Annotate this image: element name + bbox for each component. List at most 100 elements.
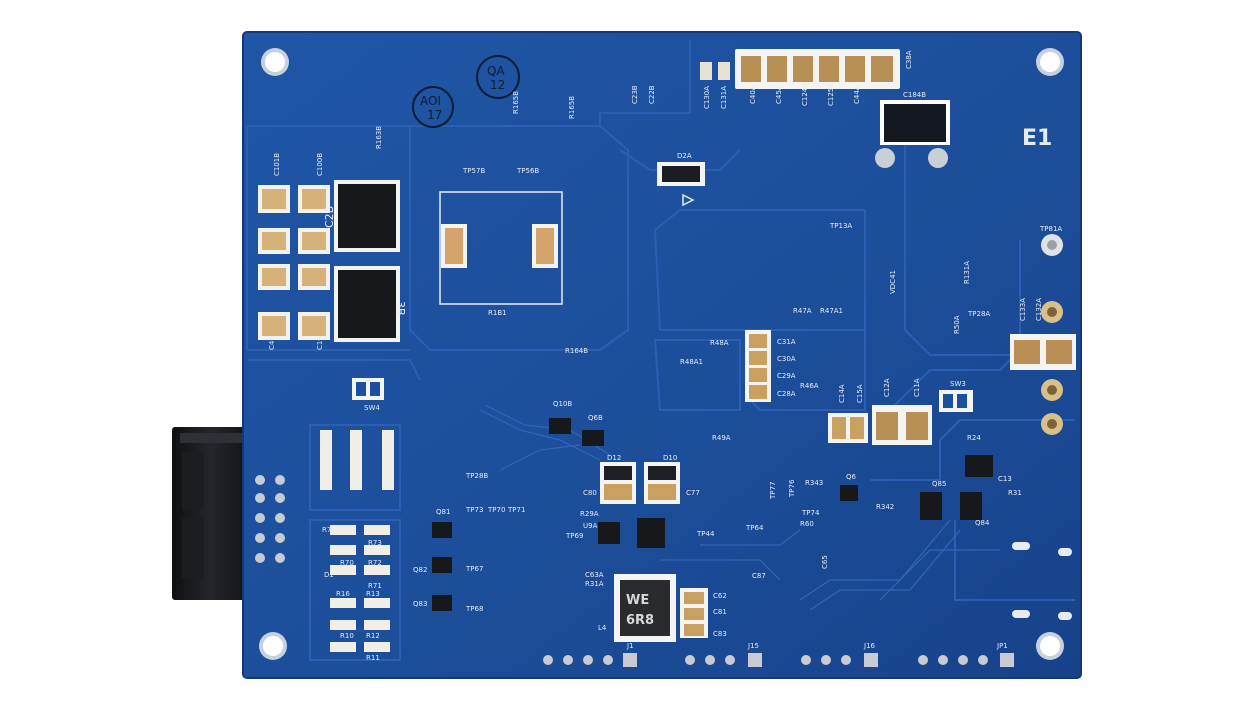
label-c44a: C44A — [853, 85, 861, 104]
right-bottom-pads — [1012, 542, 1072, 620]
inductor-l4 — [614, 574, 676, 642]
label-c65: C65 — [821, 555, 829, 569]
label-c15a: C15A — [856, 384, 864, 403]
pcb-board — [242, 31, 1082, 679]
e1-marking: E1 — [1022, 126, 1052, 151]
label-c81: C81 — [713, 608, 727, 616]
label-c22b: C22B — [648, 85, 656, 104]
label-c28a: C28A — [777, 390, 796, 398]
label-d1: D1 — [324, 571, 334, 579]
d12-d10-caps — [600, 462, 680, 504]
label-c29a: C29A — [777, 372, 796, 380]
label-r47a: R47A — [793, 307, 812, 315]
label-c77: C77 — [686, 489, 700, 497]
label-vdc41: VDC41 — [889, 270, 897, 294]
label-r342: R342 — [876, 503, 894, 511]
label-r11: R11 — [366, 654, 380, 662]
label-r165b-2: R165B — [568, 96, 576, 119]
label-c131a: C131A — [720, 86, 728, 109]
label-c11a: C11A — [913, 378, 921, 397]
label-c130a: C130A — [703, 86, 711, 109]
cap-stack-c28a-c31a — [745, 330, 771, 402]
label-q85: Q85 — [932, 480, 946, 488]
label-c62: C62 — [713, 592, 727, 600]
inductor-text-line1: WE — [626, 593, 649, 608]
label-r31: R31 — [1008, 489, 1022, 497]
label-c30a: C30A — [777, 355, 796, 363]
label-tp28a: TP28A — [967, 310, 990, 318]
label-u9a: U9A — [583, 522, 598, 530]
label-c19: C19 — [316, 336, 324, 350]
label-r164b: R164B — [565, 347, 588, 355]
label-tp56b: TP56B — [516, 167, 539, 175]
label-c13: C13 — [998, 475, 1012, 483]
label-r343: R343 — [805, 479, 823, 487]
label-tp67: TP67 — [465, 565, 483, 573]
label-c14a: C14A — [838, 384, 846, 403]
label-r73: R73 — [368, 539, 382, 547]
label-c12a: C12A — [883, 378, 891, 397]
label-r131a: R131A — [963, 261, 971, 284]
label-c133a: C133A — [1019, 298, 1027, 321]
c184b-component — [875, 100, 950, 168]
label-r1b1: R1B1 — [488, 309, 507, 317]
label-r10: R10 — [340, 632, 354, 640]
label-c184b: C184B — [903, 91, 926, 99]
label-q6b: Q6B — [588, 414, 603, 422]
label-c100b: C100B — [316, 153, 324, 176]
d2a-diode — [657, 162, 705, 207]
label-tp13a: TP13A — [829, 222, 852, 230]
label-tp74: TP74 — [801, 509, 820, 517]
qa-marking-line2: 12 — [490, 78, 505, 92]
label-c40a: C40A — [749, 85, 757, 104]
label-d2a: D2A — [677, 152, 692, 160]
label-c45a: C45A — [775, 85, 783, 104]
switch-pads — [352, 378, 973, 412]
label-r31a: R31A — [585, 580, 604, 588]
label-r49a: R49A — [712, 434, 731, 442]
label-tp77: TP77 — [769, 482, 777, 500]
aoi-marking-line2: 17 — [427, 108, 442, 122]
label-r24: R24 — [967, 434, 981, 442]
label-q81: Q81 — [436, 508, 450, 516]
label-c101b: C101B — [273, 153, 281, 176]
label-r48a: R48A — [710, 339, 729, 347]
aoi-marking-line1: AOI — [420, 94, 441, 108]
qa-marking-line1: QA — [487, 64, 505, 78]
label-r46a: R46A — [800, 382, 819, 390]
label-tp71: TP71 — [507, 506, 525, 514]
label-j15: J15 — [747, 642, 759, 650]
label-r29a: R29A — [580, 510, 599, 518]
label-r72: R72 — [368, 559, 382, 567]
label-jp1: JP1 — [996, 642, 1008, 650]
label-tp76: TP76 — [788, 479, 796, 498]
label-q6: Q6 — [846, 473, 857, 481]
label-r74: R74 — [322, 526, 336, 534]
label-l4: L4 — [598, 624, 607, 632]
label-q83: Q83 — [413, 600, 427, 608]
label-tp70: TP70 — [487, 506, 505, 514]
qc-markings — [412, 55, 520, 128]
label-tp69: TP69 — [565, 532, 583, 540]
label-tp64: TP64 — [745, 524, 764, 532]
label-tp81a: TP81A — [1039, 225, 1062, 233]
right-gold-pads — [1041, 234, 1063, 435]
label-sw4: SW4 — [364, 404, 380, 412]
bottom-header-pins — [543, 653, 1014, 667]
mounting-holes — [259, 48, 1064, 660]
label-tp44: TP44 — [696, 530, 715, 538]
label-c31a: C31A — [777, 338, 796, 346]
label-r48a1: R48A1 — [680, 358, 703, 366]
label-r16: R16 — [336, 590, 350, 598]
label-q10b: Q10B — [553, 400, 572, 408]
label-c83: C83 — [713, 630, 727, 638]
label-q82: Q82 — [413, 566, 427, 574]
silkscreen-labels: C101B C100B R163B R165B R165B C23B C22B … — [268, 50, 1062, 662]
label-d10: D10 — [663, 454, 677, 462]
label-c132a: C132A — [1035, 298, 1043, 321]
left-capacitor-grid — [258, 185, 330, 340]
left-pin-column — [255, 475, 285, 563]
label-r71: R71 — [368, 582, 382, 590]
side-connector — [172, 427, 250, 600]
label-tp28b: TP28B — [465, 472, 488, 480]
